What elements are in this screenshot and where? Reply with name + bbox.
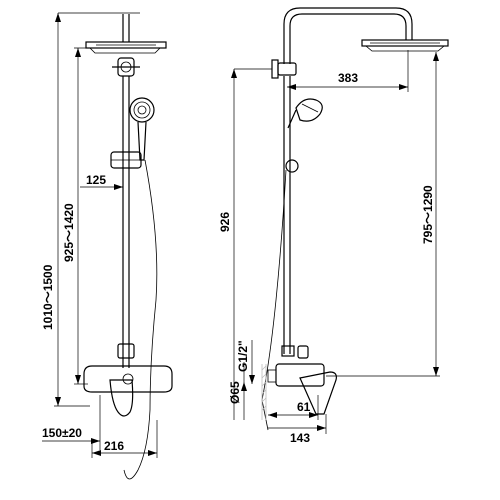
total-height-label: 1010～1500 bbox=[41, 264, 55, 330]
dim-valve-depth bbox=[268, 414, 327, 434]
wall-bracket bbox=[234, 59, 297, 79]
side-hand-shower bbox=[287, 98, 323, 129]
hand-shower bbox=[129, 97, 155, 161]
side-view: 383 926 795～1290 G1/2" Ø65 bbox=[218, 7, 449, 445]
valve-to-head-label: 926 bbox=[218, 212, 232, 232]
dim-arm-reach bbox=[233, 50, 409, 420]
spout-reach-label: 216 bbox=[104, 439, 124, 453]
wall-hatch bbox=[261, 364, 267, 420]
dim-valve-spacing bbox=[42, 395, 101, 450]
front-view: 1010～1500 925～1420 125 150±20 bbox=[41, 12, 173, 480]
dim-flange-diameter bbox=[241, 362, 247, 420]
valve-spacing-label: 150±20 bbox=[42, 426, 82, 440]
dim-head-height bbox=[326, 52, 440, 377]
dim-total-height bbox=[54, 13, 90, 407]
side-slide-holder bbox=[285, 159, 299, 173]
arm-reach-label: 383 bbox=[338, 71, 358, 85]
dim-valve-to-head bbox=[231, 69, 237, 78]
dim-wall-to-valve bbox=[268, 395, 319, 420]
rail-height-label: 925～1420 bbox=[62, 203, 76, 262]
slide-holder bbox=[110, 151, 142, 169]
dim-rail-height bbox=[74, 47, 92, 385]
riser-connector bbox=[112, 57, 140, 77]
flange-diameter-label: Ø65 bbox=[228, 381, 242, 404]
overhead-arm bbox=[283, 7, 413, 64]
side-riser-fitting bbox=[281, 345, 295, 357]
rain-shower-head bbox=[85, 14, 167, 54]
hose bbox=[123, 159, 158, 480]
wall-to-valve-label: 61 bbox=[297, 400, 311, 414]
dim-spout-reach bbox=[91, 420, 158, 458]
dim-inlet-thread bbox=[249, 340, 255, 384]
valve-depth-label: 143 bbox=[290, 431, 310, 445]
head-height-label: 795～1290 bbox=[421, 185, 435, 244]
holder-offset-label: 125 bbox=[86, 173, 106, 187]
mixer-valve bbox=[83, 365, 173, 417]
side-mixer-valve bbox=[267, 363, 337, 415]
diverter-knob bbox=[297, 345, 309, 359]
inlet-thread-label: G1/2" bbox=[236, 340, 250, 372]
riser-bottom-fitting bbox=[117, 343, 135, 359]
side-rain-shower-head bbox=[361, 39, 449, 52]
dim-holder-offset bbox=[80, 184, 123, 190]
